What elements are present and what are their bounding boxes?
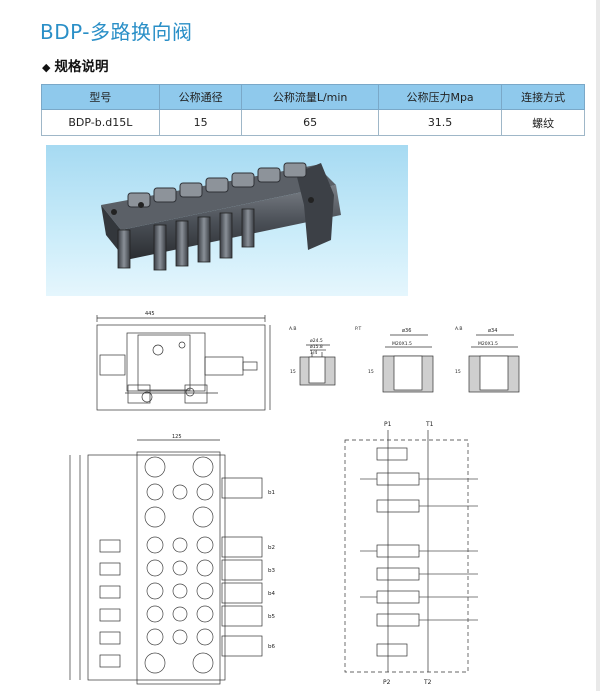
schematic-p1: P1 bbox=[384, 421, 392, 428]
port-ab-thread: M20X1.5 bbox=[478, 341, 498, 347]
header-nominal-diameter: 公称通径 bbox=[158, 84, 243, 110]
schematic-t1: T1 bbox=[425, 421, 434, 428]
port-a-dia-top: ø24.5 bbox=[310, 338, 323, 344]
header-nominal-flow: 公称流量L/min bbox=[241, 84, 379, 110]
port-label-b4: b4 bbox=[268, 591, 275, 597]
cell-flow: 65 bbox=[241, 109, 379, 136]
port-label-b2: b2 bbox=[268, 545, 275, 551]
port-labels: b1 b2 b3 b4 b5 b6 bbox=[268, 490, 275, 650]
port-p-code: P.T bbox=[355, 326, 361, 332]
port-p-thread: M20X1.5 bbox=[392, 341, 412, 347]
page-edge-shadow bbox=[596, 0, 600, 691]
valve-product-photo bbox=[46, 145, 408, 296]
side-view-drawing bbox=[96, 315, 271, 411]
port-p-dia: ø36 bbox=[402, 328, 411, 334]
port-a-code: A.B bbox=[289, 326, 297, 332]
section-label: 规格说明 bbox=[54, 59, 109, 75]
cell-pressure: 31.5 bbox=[377, 109, 503, 136]
header-model: 型号 bbox=[41, 84, 160, 110]
port-label-b3: b3 bbox=[268, 568, 275, 574]
port-label-b1: b1 bbox=[268, 490, 275, 496]
port-ab-dia: ø34 bbox=[488, 328, 497, 334]
header-nominal-pressure: 公称压力Mpa bbox=[377, 84, 503, 110]
port-ab-code: A.B bbox=[455, 326, 463, 332]
diamond-bullet-icon: ◆ bbox=[42, 61, 51, 74]
page-title: BDP-多路换向阀 bbox=[40, 20, 193, 44]
cell-connection: 螺纹 bbox=[501, 109, 585, 136]
section-heading: ◆规格说明 bbox=[42, 55, 108, 75]
port-a-depth: 15 bbox=[290, 369, 296, 375]
spec-header-row: 型号 公称通径 公称流量L/min 公称压力Mpa 连接方式 bbox=[41, 84, 585, 110]
front-view-drawing bbox=[69, 439, 263, 685]
port-detail-a bbox=[299, 344, 336, 386]
port-detail-p bbox=[382, 334, 434, 393]
port-label-b5: b5 bbox=[268, 614, 275, 620]
port-detail-ab bbox=[468, 334, 520, 393]
overall-length-dim: 445 bbox=[145, 311, 155, 317]
valve-illustration bbox=[101, 162, 341, 271]
hydraulic-schematic bbox=[344, 430, 478, 673]
port-p-depth: 15 bbox=[368, 369, 374, 375]
header-connection: 连接方式 bbox=[501, 84, 585, 110]
port-label-b6: b6 bbox=[268, 644, 275, 650]
port-a-dia-mid: ø15.8 bbox=[310, 344, 323, 350]
cell-diameter: 15 bbox=[158, 109, 243, 136]
schematic-t2: T2 bbox=[423, 679, 432, 686]
port-a-thread: 1/4 bbox=[310, 350, 317, 356]
front-width-dim: 125 bbox=[172, 434, 182, 440]
schematic-p2: P2 bbox=[383, 679, 391, 686]
table-row: BDP-b.d15L 15 65 31.5 螺纹 bbox=[41, 109, 585, 136]
cell-model: BDP-b.d15L bbox=[41, 109, 160, 136]
port-ab-depth: 15 bbox=[455, 369, 461, 375]
spec-table: 型号 公称通径 公称流量L/min 公称压力Mpa 连接方式 BDP-b.d15… bbox=[41, 84, 585, 136]
